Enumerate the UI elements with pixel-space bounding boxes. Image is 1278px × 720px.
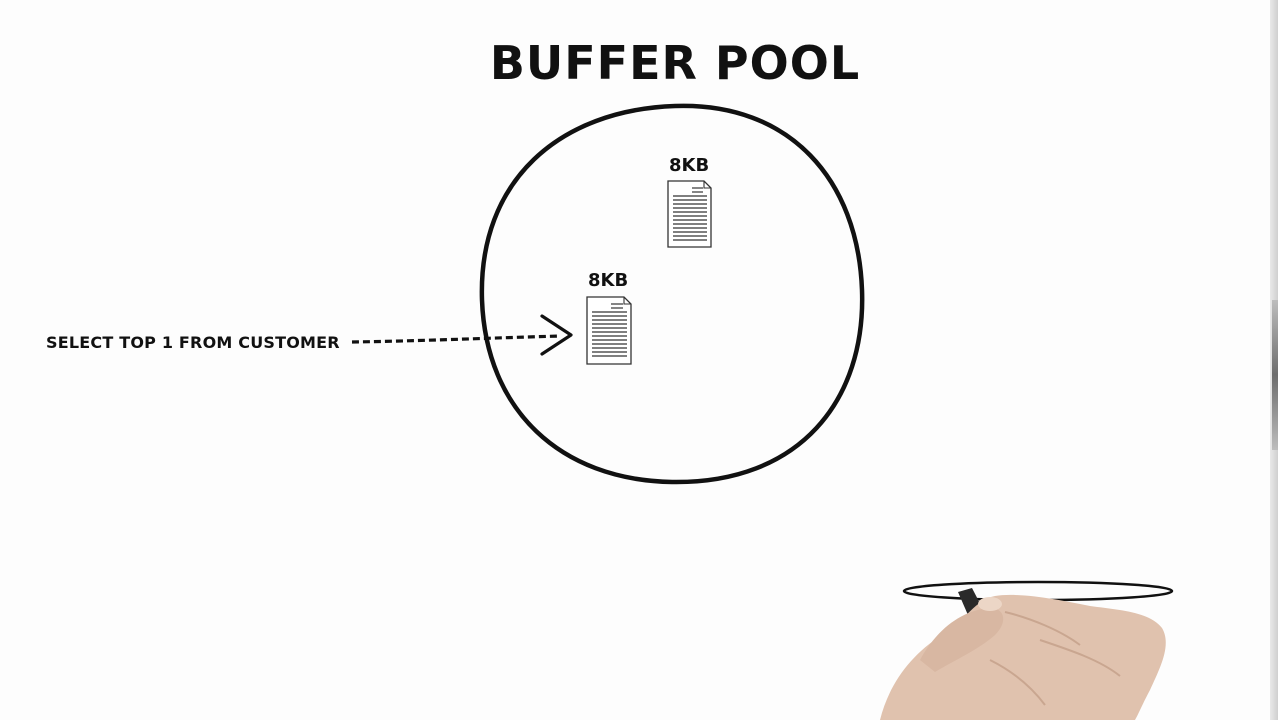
- dashed-arrow-icon: [351, 314, 573, 356]
- right-edge-artifact: [1272, 300, 1278, 450]
- page-size-label: 8KB: [588, 270, 629, 291]
- buffer-pool-circle: [479, 103, 865, 485]
- query-text: SELECT TOP 1 FROM CUSTOMER: [46, 333, 340, 352]
- page-size-label: 8KB: [669, 155, 710, 176]
- document-page-icon: [586, 296, 632, 365]
- diagram-title: BUFFER POOL: [489, 36, 861, 90]
- hand-holding-marker-icon: [880, 588, 1166, 720]
- document-page-icon: [667, 180, 712, 248]
